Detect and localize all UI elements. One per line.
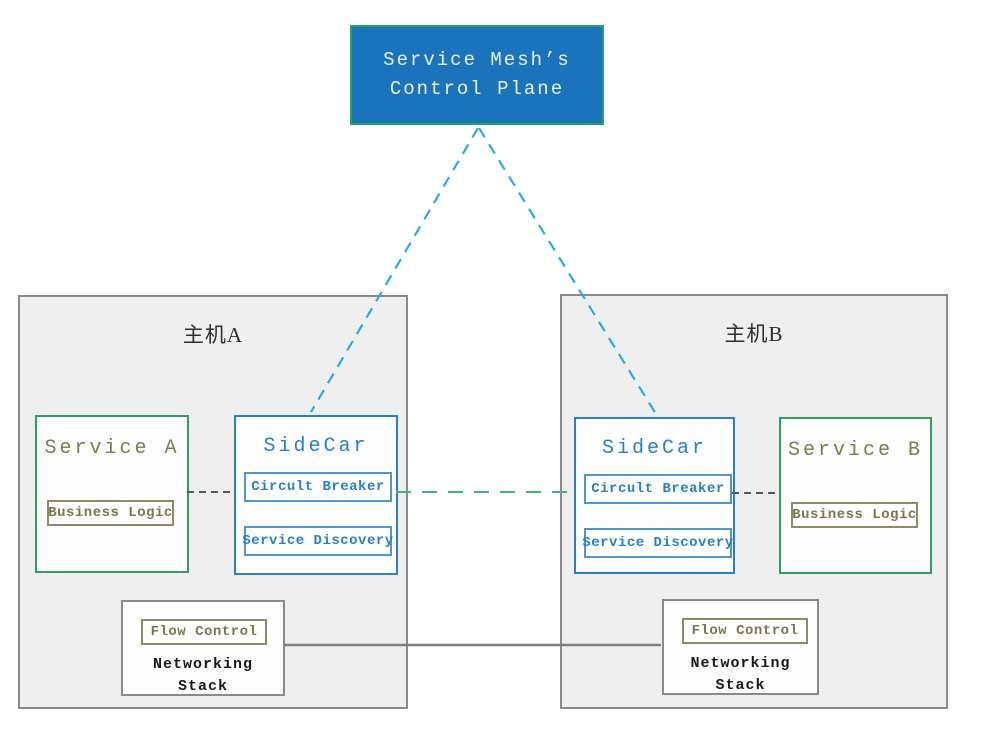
control-plane-label-line1: Service Mesh’s	[383, 48, 571, 71]
networking-stack-b-box: Flow Control Networking Stack	[662, 599, 819, 695]
flow-control-a-chip: Flow Control	[141, 619, 267, 645]
sidecar-a-box: SideCar Circult Breaker Service Discover…	[234, 415, 398, 575]
service-a-business-logic-chip: Business Logic	[47, 500, 174, 526]
networking-stack-a-box: Flow Control Networking Stack	[121, 600, 285, 696]
service-b-business-logic-chip: Business Logic	[791, 502, 918, 528]
host-a-box: 主机A Service A Business Logic SideCar Cir…	[18, 295, 408, 709]
host-b-title: 主机B	[724, 322, 784, 346]
service-b-box: Service B Business Logic	[779, 417, 932, 574]
flow-control-b-chip: Flow Control	[682, 618, 808, 644]
sidecar-a-title: SideCar	[263, 435, 369, 458]
control-plane-label-line2: Control Plane	[389, 78, 565, 100]
sidecar-b-service-discovery-chip: Service Discovery	[582, 528, 733, 558]
sidecar-b-title: SideCar	[601, 437, 707, 460]
host-b-box: 主机B SideCar Circult Breaker Service Disc…	[560, 294, 948, 709]
networking-stack-a-label: Networking Stack	[152, 656, 253, 695]
sidecar-a-circuit-breaker-chip: Circult Breaker	[244, 472, 392, 502]
service-a-title: Service A	[44, 437, 180, 460]
service-a-box: Service A Business Logic	[35, 415, 189, 573]
service-b-title: Service B	[787, 439, 924, 462]
sidecar-a-service-discovery-chip: Service Discovery	[242, 526, 393, 556]
sidecar-b-circuit-breaker-chip: Circult Breaker	[584, 474, 732, 504]
host-a-title: 主机A	[182, 323, 244, 347]
networking-stack-b-label: Networking Stack	[690, 655, 791, 694]
control-plane-box: Service Mesh’s Control Plane	[350, 25, 604, 125]
sidecar-b-box: SideCar Circult Breaker Service Discover…	[574, 417, 735, 574]
